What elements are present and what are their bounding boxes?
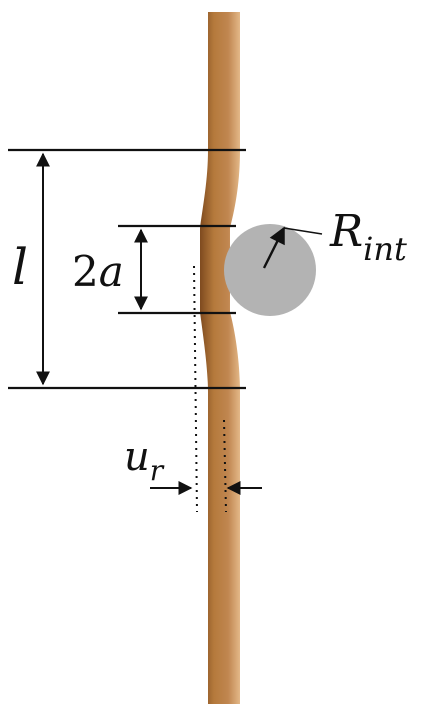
length-label: l — [12, 238, 28, 296]
particle-circle — [224, 224, 316, 316]
radius-subscript: int — [363, 230, 407, 268]
radius-symbol: R — [329, 206, 363, 257]
contact-length-symbol: a — [99, 247, 124, 296]
radius-leader — [283, 227, 323, 235]
contact-length-factor: 2 — [72, 247, 99, 296]
dotted-line-original — [223, 419, 227, 513]
displacement-symbol: u — [124, 434, 150, 480]
radius-arrow — [262, 226, 286, 269]
fiber — [200, 12, 240, 704]
displacement-subscript: r — [150, 454, 165, 487]
contact-length-label: 2a — [72, 247, 124, 296]
displacement-label: ur — [124, 434, 165, 487]
radius-label: Rint — [329, 206, 407, 268]
